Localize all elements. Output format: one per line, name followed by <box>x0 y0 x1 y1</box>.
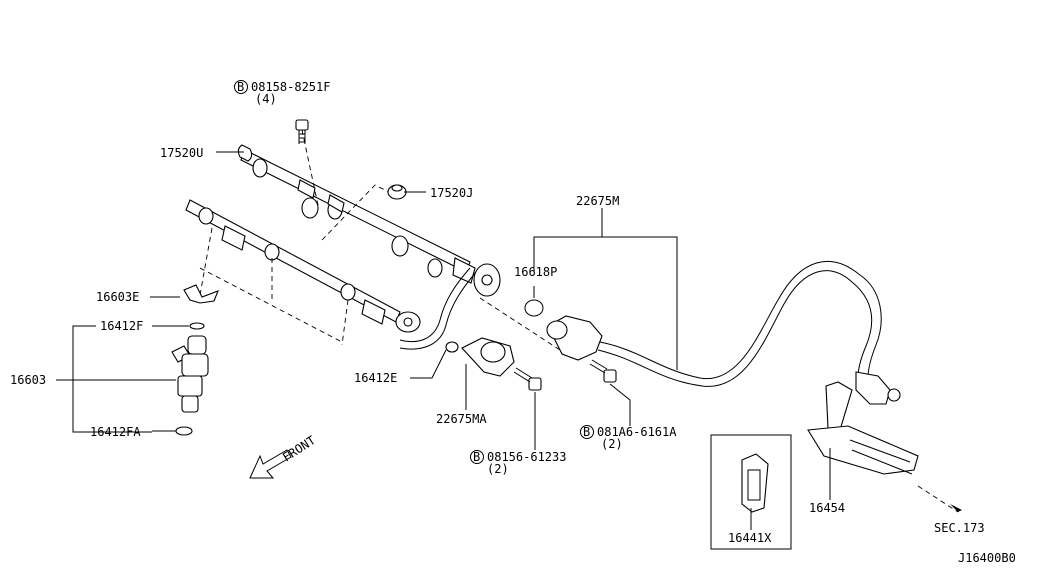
label-bolt-08156-qty: (2) <box>487 462 509 476</box>
label-seal-16412f: 16412F <box>100 319 143 333</box>
label-bolt-08158: 08158-8251F <box>251 80 330 94</box>
label-damper-22675ma: 22675MA <box>436 412 487 426</box>
front-arrow-icon <box>249 449 292 479</box>
injector-16603-part <box>171 322 209 436</box>
crossover-fuel-tube <box>395 263 501 350</box>
label-insulator-17520j: 17520J <box>430 186 473 200</box>
label-clip-16441x: 16441X <box>728 531 772 545</box>
label-front: FRONT <box>280 433 318 464</box>
label-oring-16618p: 16618P <box>514 265 557 279</box>
upper-fuel-rail <box>237 144 476 284</box>
oring-16618p-part <box>524 299 544 317</box>
label-seal-16412e: 16412E <box>354 371 397 385</box>
fuel-hose-22675m-part <box>546 260 901 405</box>
seal-16412e-part <box>445 341 459 353</box>
connector-16454-part <box>807 381 919 475</box>
label-bolt-081a6: 081A6-6161A <box>597 425 677 439</box>
label-section-ref: SEC.173 <box>934 521 985 535</box>
bolt-marker-icon: B <box>580 425 594 439</box>
label-injector-16603: 16603 <box>10 373 46 387</box>
label-bolt-081a6-qty: (2) <box>601 437 623 451</box>
insulator-17520j-part <box>387 184 407 200</box>
label-diagram-code: J16400B0 <box>958 551 1016 565</box>
label-bolt-08156: 08156-61233 <box>487 450 566 464</box>
bolt-marker-icon: B <box>234 80 248 94</box>
label-rail-17520u: 17520U <box>160 146 203 160</box>
label-clip-16603e: 16603E <box>96 290 139 304</box>
label-bolt-08158-qty: (4) <box>255 92 277 106</box>
bolt-marker-icon: B <box>470 450 484 464</box>
bolt-081a6-part <box>589 359 617 383</box>
clip-16603e-part <box>183 284 219 304</box>
label-seal-16412fa: 16412FA <box>90 425 141 439</box>
label-connector-16454: 16454 <box>809 501 845 515</box>
bolt-08158-part <box>295 119 309 144</box>
label-hose-22675m: 22675M <box>576 194 619 208</box>
bolt-08156-part <box>513 367 542 391</box>
bolt-marker-label-1: B <box>237 80 244 94</box>
bolt-marker-label-2: B <box>583 425 590 439</box>
leader-lines <box>56 151 962 530</box>
lower-fuel-rail <box>185 199 401 325</box>
bolt-marker-label-3: B <box>473 450 480 464</box>
damper-22675ma-part <box>461 337 515 377</box>
clip-16441x-part <box>741 453 769 513</box>
clip-16441x-box <box>710 434 792 550</box>
